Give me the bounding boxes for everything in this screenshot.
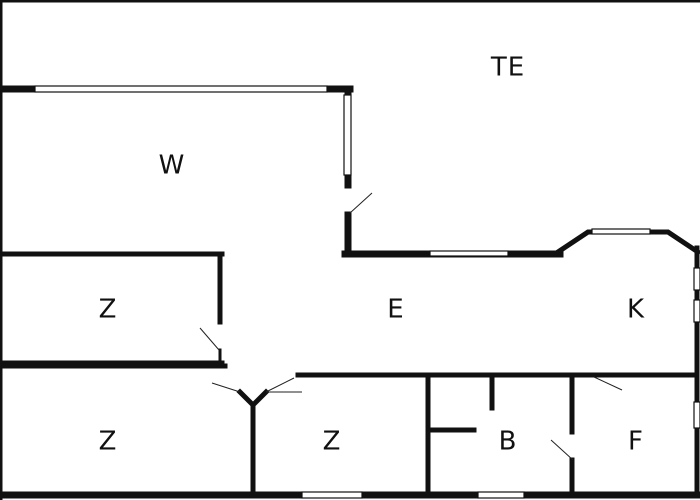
f-door-leaf <box>593 376 623 391</box>
room-label-z-lower-mid: Z <box>323 427 342 457</box>
room-labels: TE W Z E K Z Z B F <box>99 53 645 457</box>
z3-door-arc <box>265 377 295 393</box>
z3-bottom-window <box>301 491 363 499</box>
room-label-k: K <box>627 295 645 325</box>
doors <box>199 192 623 461</box>
f-right-window <box>693 401 700 429</box>
room-label-z-upper: Z <box>99 295 118 325</box>
k-right-window-1 <box>693 267 700 291</box>
b-door-leaf <box>550 439 574 461</box>
te-bottom-window <box>429 250 509 257</box>
b-bottom-window <box>477 491 525 499</box>
w-door-leaf <box>349 192 373 214</box>
z2-door-leaf <box>211 382 241 393</box>
room-label-b: B <box>499 427 518 457</box>
z1-door-leaf <box>199 327 220 351</box>
w-right-window <box>343 94 352 176</box>
bay-wall <box>554 229 700 256</box>
room-label-w: W <box>159 151 186 181</box>
room-label-f: F <box>628 427 644 457</box>
w-top-window <box>34 85 328 93</box>
room-label-te: TE <box>490 53 525 83</box>
room-label-e: E <box>387 295 404 325</box>
windows <box>34 85 700 499</box>
room-label-z-lower-left: Z <box>99 427 118 457</box>
k-right-window-2 <box>693 299 700 323</box>
bay-window <box>591 228 651 235</box>
